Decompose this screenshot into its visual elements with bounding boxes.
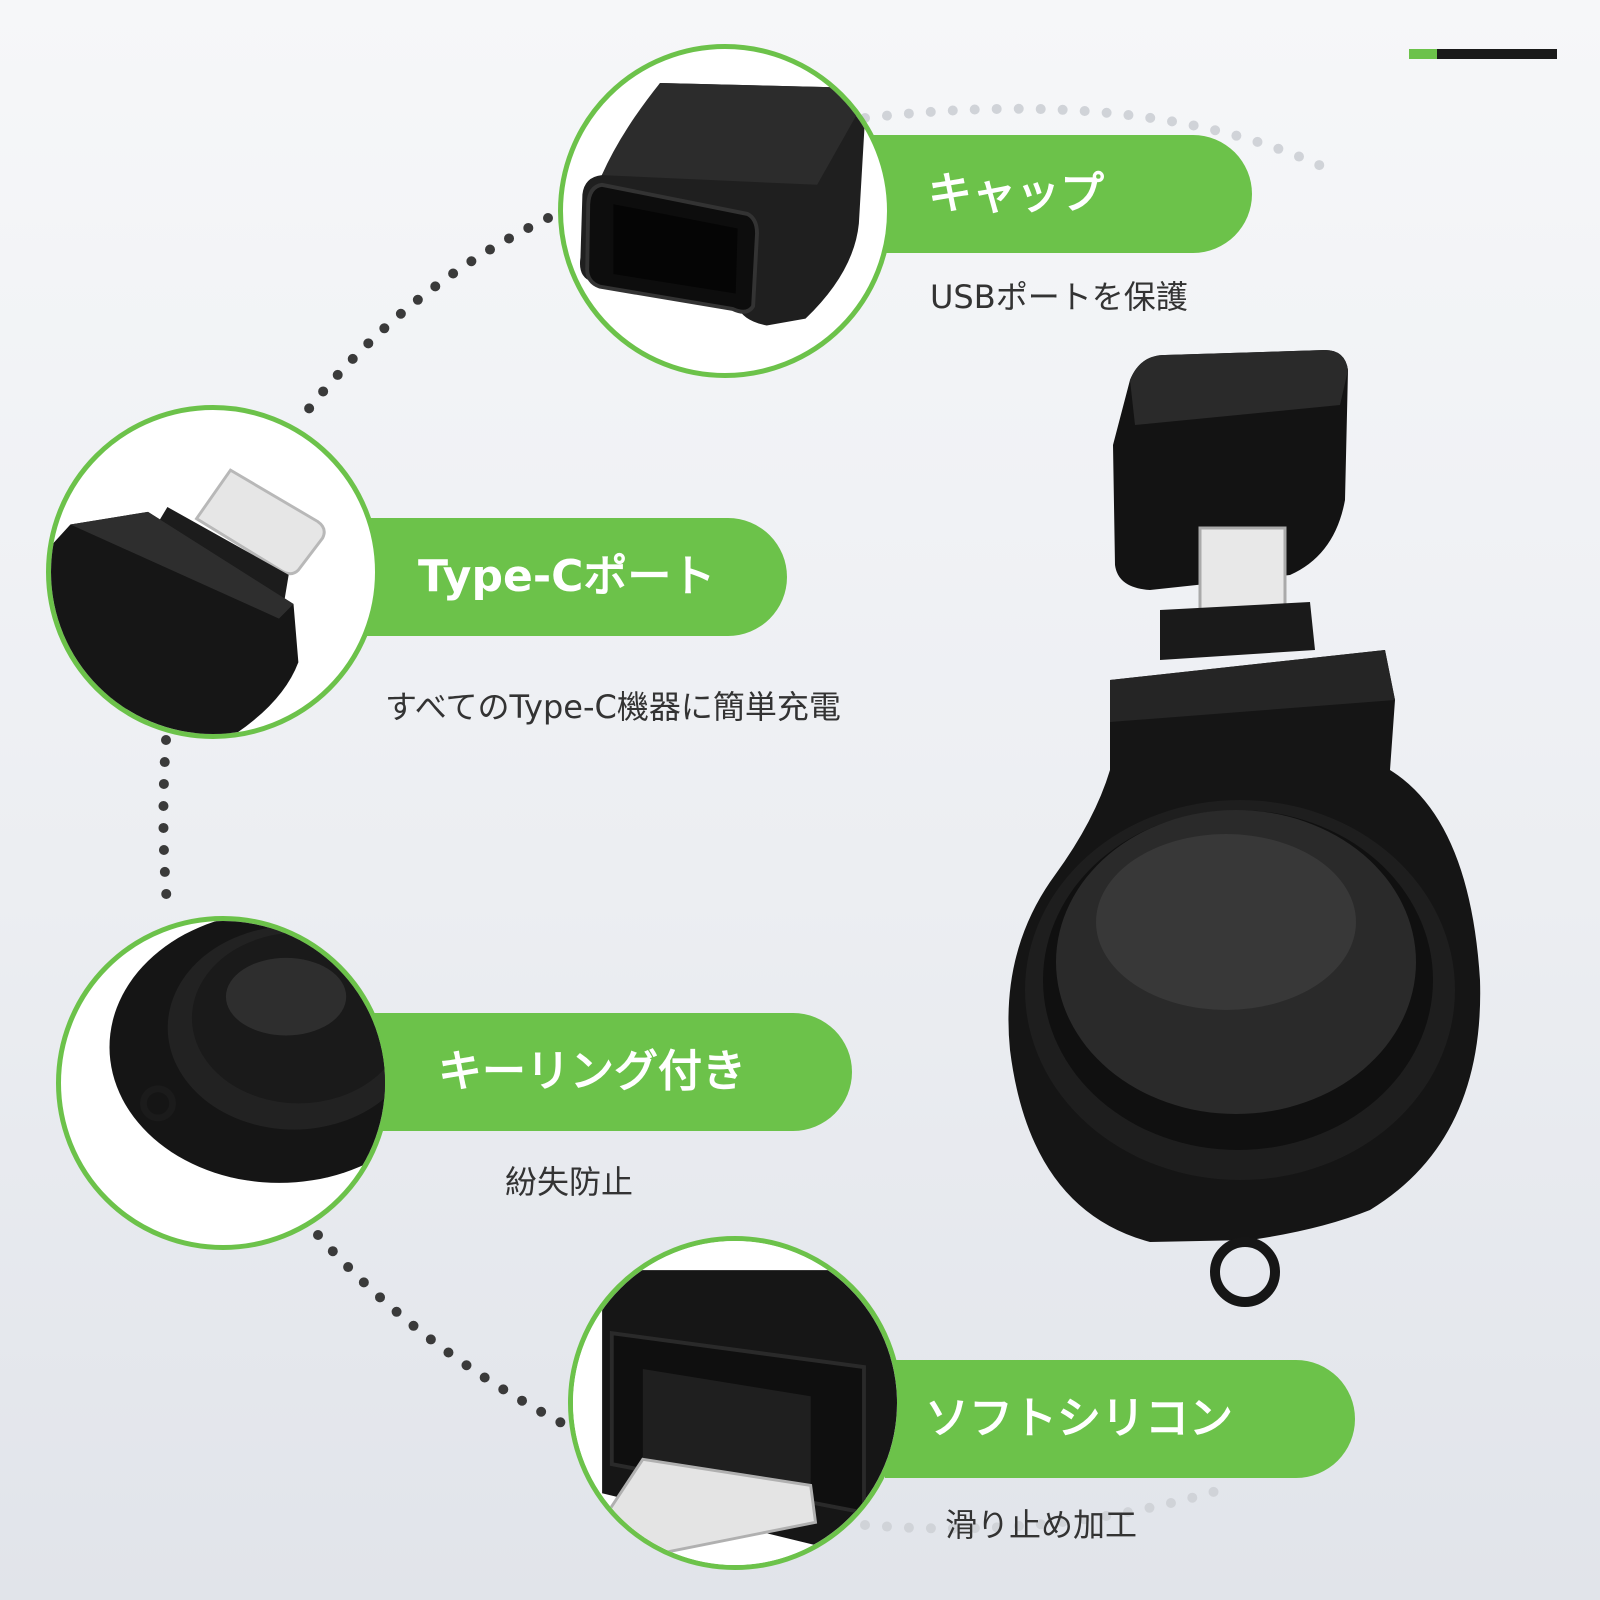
type-c-port-icon: [51, 468, 326, 734]
feature-desc-keyring: 紛失防止: [505, 1163, 634, 1201]
feature-desc-silicone: 滑り止め加工: [945, 1506, 1138, 1544]
silicone-icon: [573, 1241, 897, 1565]
silicone-callout: [568, 1236, 902, 1570]
feature-title-cap: キャップ: [862, 135, 1252, 253]
feature-title-silicone: ソフトシリコン: [885, 1360, 1355, 1478]
feature-title-type-c: Type-Cポート: [362, 518, 787, 636]
cap-callout: [558, 44, 892, 378]
cap-icon: [579, 82, 867, 326]
keyring-icon: [109, 921, 385, 1183]
feature-desc-type-c: すべてのType-C機器に簡単充電: [385, 688, 841, 726]
type-c-callout: [46, 405, 380, 739]
corner-accent-bar: [1409, 49, 1557, 59]
charger-product-image: [1008, 350, 1481, 1307]
feature-desc-cap: USBポートを保護: [930, 278, 1188, 316]
feature-title-keyring: キーリング付き: [372, 1013, 852, 1131]
keyring-callout: [56, 916, 390, 1250]
